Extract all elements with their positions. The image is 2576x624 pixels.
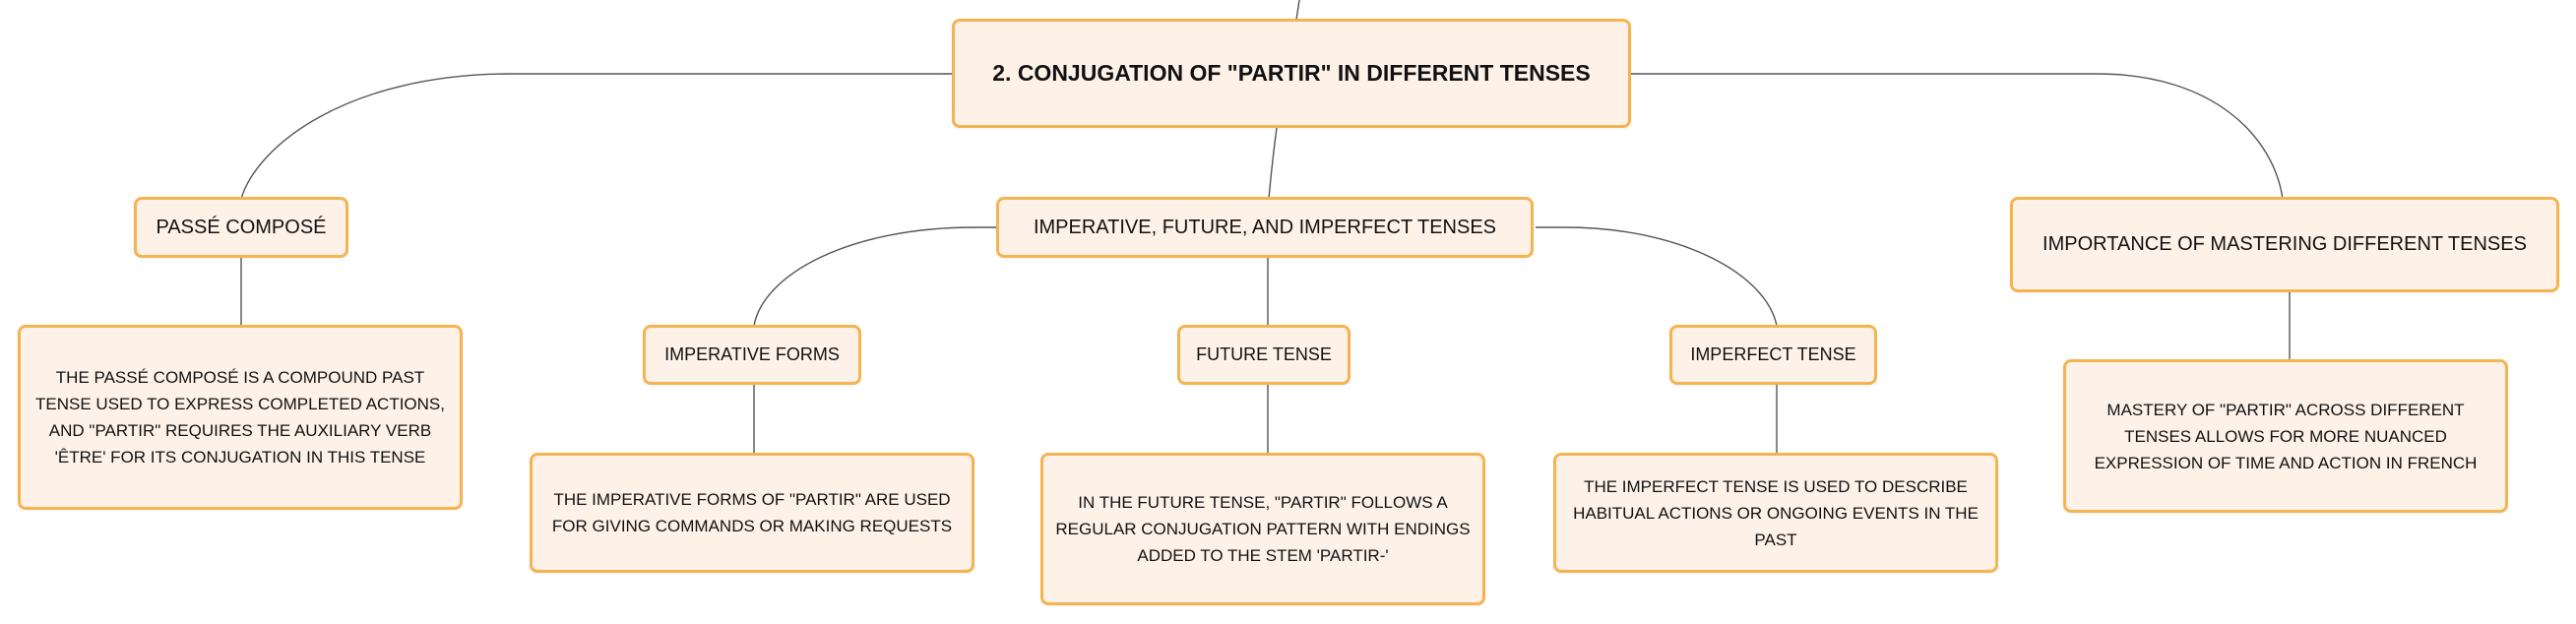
connector-other-imperative	[753, 226, 998, 327]
connector-other-imperfect	[1536, 226, 1778, 327]
note-passe-compose-text: THE PASSÉ COMPOSÉ IS A COMPOUND PAST TEN…	[35, 368, 445, 467]
note-imperfect-tense-text: THE IMPERFECT TENSE IS USED TO DESCRIBE …	[1573, 476, 1979, 549]
connector-title-other-tenses	[1268, 127, 1278, 200]
topic-imperative-forms-label: IMPERATIVE FORMS	[664, 344, 840, 364]
note-importance[interactable]: MASTERY OF "PARTIR" ACROSS DIFFERENT TEN…	[2063, 359, 2508, 513]
topic-imperative-forms[interactable]: IMPERATIVE FORMS	[643, 325, 861, 385]
topic-future-tense-label: FUTURE TENSE	[1196, 344, 1332, 364]
connector-title-passe-compose	[240, 73, 952, 200]
topic-imperfect-tense-label: IMPERFECT TENSE	[1690, 344, 1856, 364]
connector-title-importance	[1631, 73, 2284, 200]
topic-passe-compose[interactable]: PASSÉ COMPOSÉ	[134, 197, 348, 258]
note-imperfect-tense[interactable]: THE IMPERFECT TENSE IS USED TO DESCRIBE …	[1553, 453, 1998, 573]
topic-imperfect-tense[interactable]: IMPERFECT TENSE	[1669, 325, 1877, 385]
central-topic[interactable]: 2. CONJUGATION OF "PARTIR" IN DIFFERENT …	[952, 19, 1631, 128]
topic-importance[interactable]: IMPORTANCE OF MASTERING DIFFERENT TENSES	[2010, 197, 2559, 292]
topic-future-tense[interactable]: FUTURE TENSE	[1177, 325, 1351, 385]
topic-importance-label: IMPORTANCE OF MASTERING DIFFERENT TENSES	[2042, 233, 2527, 255]
topic-passe-compose-label: PASSÉ COMPOSÉ	[156, 216, 327, 238]
note-passe-compose[interactable]: THE PASSÉ COMPOSÉ IS A COMPOUND PAST TEN…	[18, 325, 463, 510]
note-importance-text: MASTERY OF "PARTIR" ACROSS DIFFERENT TEN…	[2094, 400, 2478, 472]
topic-other-tenses[interactable]: IMPERATIVE, FUTURE, AND IMPERFECT TENSES	[996, 197, 1534, 258]
note-imperative-forms[interactable]: THE IMPERATIVE FORMS OF "PARTIR" ARE USE…	[530, 453, 974, 573]
central-topic-label: 2. CONJUGATION OF "PARTIR" IN DIFFERENT …	[992, 60, 1591, 86]
note-future-tense-text: IN THE FUTURE TENSE, "PARTIR" FOLLOWS A …	[1055, 493, 1471, 565]
connector-title-parent	[1295, 0, 1300, 21]
note-future-tense[interactable]: IN THE FUTURE TENSE, "PARTIR" FOLLOWS A …	[1040, 453, 1485, 605]
note-imperative-forms-text: THE IMPERATIVE FORMS OF "PARTIR" ARE USE…	[551, 490, 953, 535]
topic-other-tenses-label: IMPERATIVE, FUTURE, AND IMPERFECT TENSES	[1033, 216, 1497, 238]
